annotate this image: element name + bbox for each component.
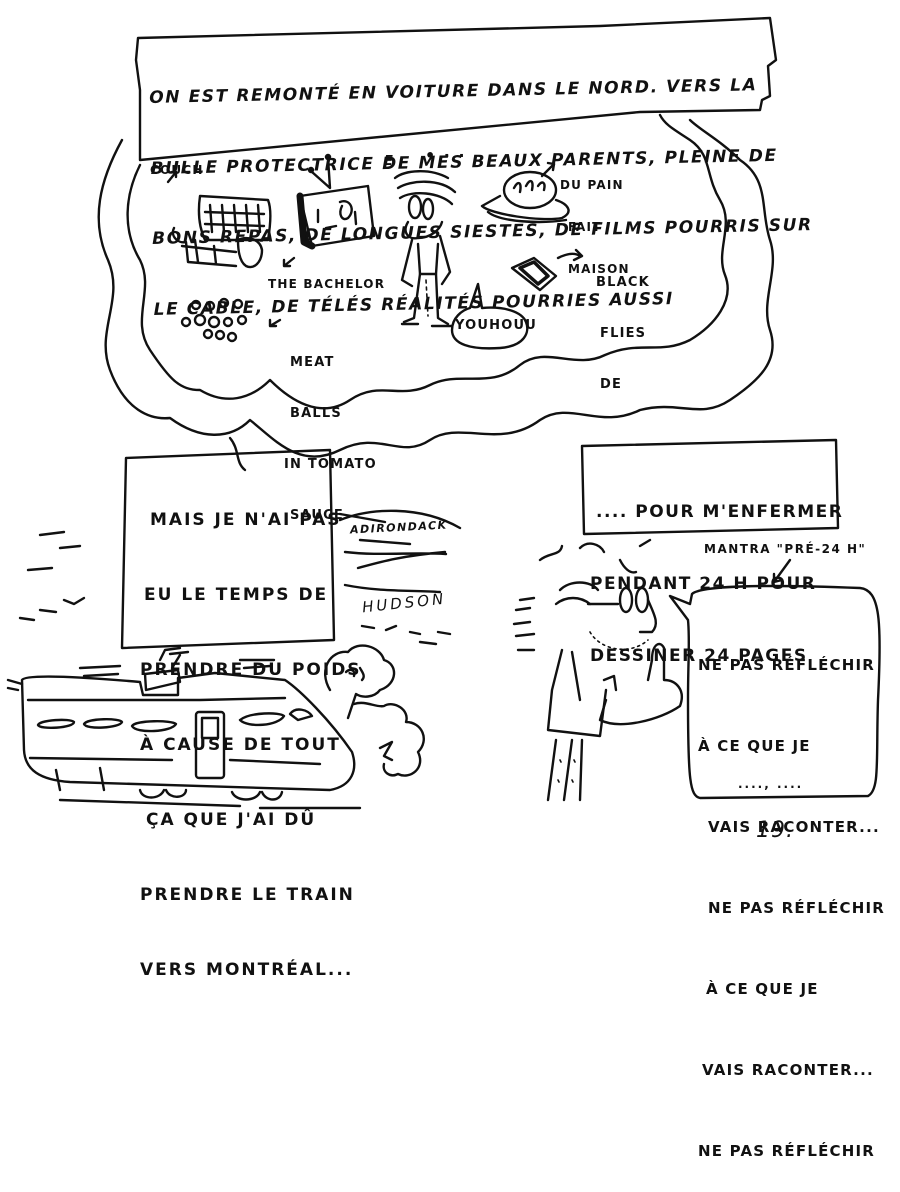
speech-line: VAIS RACONTER... (708, 818, 880, 836)
speech-line: NE PAS RÉFLÉCHIR (698, 656, 876, 674)
bread-icon (480, 161, 570, 224)
caption-line: PRENDRE LE TRAIN (140, 885, 355, 905)
smoke-cloud (324, 644, 425, 777)
caption-line: À CAUSE DE TOUT (140, 735, 341, 755)
character-standing (393, 170, 457, 328)
the-bachelor-label: THE BACHELOR (268, 277, 386, 291)
label-line: BLACK (596, 275, 650, 290)
meatballs-label: MEAT BALLS IN TOMATO SAUCE (284, 320, 377, 541)
youhou-speech-bubble (450, 282, 529, 350)
bottom-right-caption-box (580, 438, 840, 536)
caption-line: BULLE PROTECTRICE DE MES BEAUX PARENTS, … (150, 145, 778, 179)
meatballs-icon (180, 297, 282, 343)
couch-icon (166, 170, 272, 269)
bachelor-arrow (282, 256, 296, 268)
page-number: 19. (756, 818, 794, 843)
top-caption-text: ON EST REMONTÉ EN VOITURE DANS LE NORD. … (148, 26, 815, 345)
bottom-left-caption-text: MAIS JE N'AI PAS EU LE TEMPS DE PRENDRE … (140, 458, 362, 1008)
caption-line: ON EST REMONTÉ EN VOITURE DANS LE NORD. … (149, 75, 758, 108)
caption-line: EU LE TEMPS DE (144, 585, 329, 605)
character-with-glasses (512, 538, 683, 802)
train-icon (6, 646, 362, 810)
label-line: MEAT (290, 355, 335, 370)
mantra-speech-bubble (668, 584, 881, 800)
label-line: FAIT (568, 220, 602, 234)
bottom-right-caption-text: .... POUR M'ENFERMER PENDANT 24 H POUR D… (590, 452, 843, 692)
label-line: FLIES (600, 326, 647, 341)
caption-line: DESSINER 24 PAGES (590, 646, 808, 666)
label-line: IN TOMATO (284, 457, 377, 472)
trailing-dots: ...., .... (738, 777, 804, 791)
mantra-label: MANTRA "PRÉ-24 H" (704, 542, 867, 556)
comic-artwork (6, 16, 881, 810)
caption-line: ÇA QUE J'AI DÛ (146, 810, 317, 830)
thought-dots: • · · (425, 146, 467, 165)
speech-line: NE PAS RÉFLÉCHIR (708, 899, 886, 917)
couch-label: COUCH (150, 163, 204, 177)
speech-line: À CE QUE JE (706, 980, 819, 998)
bottom-left-caption-box (120, 448, 336, 650)
mountains-adirondack (338, 509, 462, 594)
tv-icon (296, 153, 376, 250)
label-line: DU PAIN (560, 178, 624, 192)
comic-page: ON EST REMONTÉ EN VOITURE DANS LE NORD. … (6, 16, 884, 1160)
black-flies-label: BLACK FLIES DE (596, 240, 650, 410)
caption-line: LE CABLE, DE TÉLÉS RÉALITÉS POURRIES AUS… (153, 288, 674, 320)
label-line: MAISON (568, 262, 630, 276)
label-line: SAUCE (290, 508, 345, 523)
caption-line: PRENDRE DU POIDS (140, 660, 362, 680)
thought-squiggle: e (384, 154, 395, 169)
caption-line: PENDANT 24 H POUR (590, 574, 817, 594)
caption-line: MAIS JE N'AI PAS (150, 510, 342, 530)
label-line: BALLS (290, 406, 342, 421)
caption-line: .... POUR M'ENFERMER (596, 502, 844, 522)
river-waves (18, 530, 452, 646)
thought-bubble-outline (97, 113, 775, 472)
homemade-bread-label: DU PAIN FAIT MAISON (560, 150, 630, 290)
speech-line: NE PAS RÉFLÉCHIR (698, 1142, 876, 1160)
speech-line: VAIS RACONTER... (702, 1061, 874, 1079)
youhou-speech-text: YOUHOUU (455, 318, 538, 333)
mantra-speech-text: NE PAS RÉFLÉCHIR À CE QUE JE VAIS RACONT… (698, 598, 885, 1192)
caption-line: BONS REPAS, DE LONGUES SIESTES, DE FILMS… (151, 215, 813, 249)
top-caption-box (134, 16, 778, 162)
fly-trap-icon (510, 248, 584, 292)
mantra-arrow (772, 558, 792, 584)
label-line: DE (600, 377, 623, 392)
speech-line: À CE QUE JE (698, 737, 811, 755)
caption-line: VERS MONTRÉAL... (140, 960, 354, 980)
